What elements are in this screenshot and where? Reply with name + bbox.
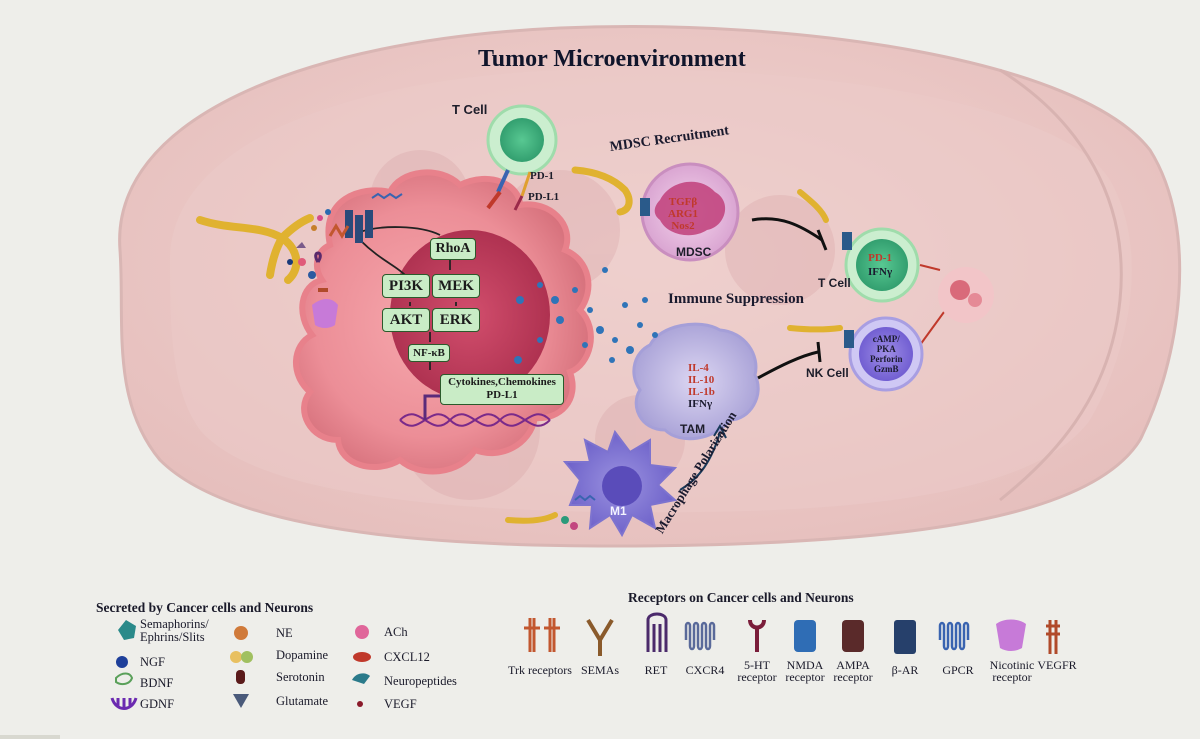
cxcl12-icon xyxy=(353,652,371,662)
legend-glutamate: Glutamate xyxy=(276,694,329,708)
nicotinic-receptor-shape xyxy=(312,299,338,328)
bdnf-icon xyxy=(115,672,134,686)
legend-vegfr: VEGFR xyxy=(1037,658,1077,672)
legend-semas: SEMAs xyxy=(580,663,619,677)
legend-serotonin: Serotonin xyxy=(276,670,325,684)
legend-ret: RET xyxy=(644,663,668,677)
ngf-icon xyxy=(116,656,128,668)
erk-box: ERK xyxy=(432,308,480,332)
tam-markers: IL-4 IL-10 IL-1b IFNγ xyxy=(688,362,715,410)
diagram-title: Tumor Microenvironment xyxy=(478,46,746,72)
legend-secreted-heading: Secreted by Cancer cells and Neurons xyxy=(96,600,314,615)
legend-beta-ar: β-AR xyxy=(891,663,919,677)
pi3k-box: PI3K xyxy=(382,274,430,298)
legend-cxcr4: CXCR4 xyxy=(685,663,725,677)
dopamine-icon-1 xyxy=(230,651,242,663)
pd1-label: PD-1 xyxy=(530,170,554,182)
5ht-receptor-icon xyxy=(748,619,766,652)
gdnf-icon xyxy=(110,697,138,710)
tam-cell xyxy=(632,322,760,441)
immune-suppression-label: Immune Suppression xyxy=(668,291,805,307)
legend-vegf: VEGF xyxy=(384,697,417,711)
neuron-axon-nk xyxy=(787,325,843,333)
ne-icon xyxy=(234,626,248,640)
neuron-axon-m1 xyxy=(505,512,558,524)
vegfr-receptor-icon xyxy=(1046,620,1060,654)
legend-5ht: 5-HT receptor xyxy=(737,658,777,684)
m1-polarization-arrow xyxy=(679,431,721,491)
nmda-receptor-icon xyxy=(794,620,816,652)
t-cell-top-nucleus xyxy=(500,118,544,162)
legend-bdnf: BDNF xyxy=(140,676,174,690)
legend-secreted-icons xyxy=(110,620,371,710)
trk-receptor-icon xyxy=(524,618,560,652)
rhoa-box: RhoA xyxy=(430,238,476,260)
neuron-axon-mdsc xyxy=(571,166,633,216)
legend-ach: ACh xyxy=(384,625,408,639)
beta-ar-receptor-icon xyxy=(894,620,916,654)
mdsc-label: MDSC xyxy=(676,245,712,259)
cancer-cell-receptors xyxy=(312,192,403,328)
legend-gpcr: GPCR xyxy=(942,663,974,677)
cytokines-output-box: Cytokines,Chemokines PD-L1 xyxy=(440,374,564,405)
m1-receptors xyxy=(561,494,596,530)
sema-receptor-icon xyxy=(586,618,614,656)
t-cell-right-nucleus xyxy=(856,239,908,291)
legend-nmda: NMDA receptor xyxy=(785,658,825,684)
akt-box: AKT xyxy=(382,308,430,332)
tam-inhibition-arrow xyxy=(757,350,819,380)
nk-cell-label: NK Cell xyxy=(806,366,849,380)
mek-box: MEK xyxy=(432,274,480,298)
secreted-blue-dots xyxy=(514,267,658,364)
legend-receptors-heading: Receptors on Cancer cells and Neurons xyxy=(628,590,854,605)
tcell-kill-line xyxy=(919,264,941,271)
vegf-icon xyxy=(357,701,363,707)
serotonin-icon xyxy=(236,670,245,684)
legend-dopamine: Dopamine xyxy=(276,648,329,662)
t-cell-top-label: T Cell xyxy=(452,102,488,117)
neuron-axon-tcell-right xyxy=(797,189,829,223)
nicotinic-receptor-icon xyxy=(996,619,1026,651)
t-cell-right-label: T Cell xyxy=(818,276,851,290)
nk-cell-nucleus xyxy=(859,327,913,381)
nk-markers: cAMP/ PKA Perforin GzmB xyxy=(870,334,903,374)
legend-receptor-icons xyxy=(524,612,1060,656)
t-cell-right-markers: PD-1 IFNγ xyxy=(868,252,893,278)
pd1-pdl1-interaction xyxy=(486,169,532,211)
legend-ampa: AMPA receptor xyxy=(833,658,873,684)
legend-ngf: NGF xyxy=(140,655,166,669)
legend-semaphorins: Semaphorins/ Ephrins/Slits xyxy=(140,617,209,644)
nk-kill-line xyxy=(919,311,945,346)
dna-promoter-line xyxy=(423,394,440,420)
pdl1-label: PD-L1 xyxy=(528,191,560,203)
ach-icon xyxy=(355,625,369,639)
ret-receptor-icon xyxy=(646,612,668,652)
legend-gdnf: GDNF xyxy=(140,697,175,711)
ampa-receptor-icon xyxy=(842,620,864,652)
background-right-fold xyxy=(999,68,1123,502)
mdsc-inhibition-arrow xyxy=(751,217,823,242)
tam-label: TAM xyxy=(680,422,706,436)
neuropeptides-icon xyxy=(352,673,370,684)
legend-ne: NE xyxy=(276,626,293,640)
glutamate-icon xyxy=(233,694,249,708)
m1-label: M1 xyxy=(610,504,627,518)
legend-cxcl12: CXCL12 xyxy=(384,650,430,664)
legend-trk: Trk receptors xyxy=(508,663,572,677)
semaphorin-icon xyxy=(118,620,136,640)
gpcr-receptor-icon xyxy=(938,621,970,651)
mdsc-markers: TGFβ ARG1 Nos2 xyxy=(668,196,698,232)
legend-nicotinic: Nicotinic receptor xyxy=(989,658,1035,684)
cxcr4-receptor-icon xyxy=(684,621,716,651)
dopamine-icon-2 xyxy=(241,651,253,663)
secreted-molecules-left xyxy=(287,209,331,279)
legend-neuropeptides: Neuropeptides xyxy=(384,674,457,688)
nfkb-box: NF-κB xyxy=(408,344,450,362)
